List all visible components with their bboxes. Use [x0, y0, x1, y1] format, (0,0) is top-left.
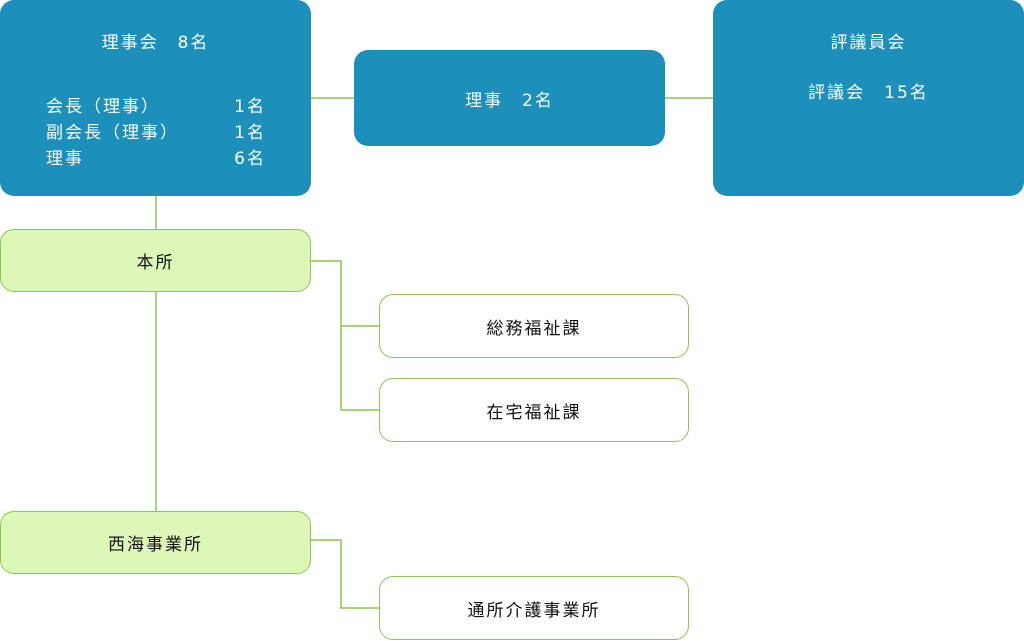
head-office-label: 本所 [136, 253, 175, 273]
board-row-directors: 理事 6名 [46, 144, 266, 169]
branch-label: 西海事業所 [108, 535, 203, 555]
board-row-vice-chair: 副会長（理事） 1名 [46, 118, 266, 143]
branch-box: 西海事業所 [0, 511, 311, 574]
section-label: 総務福祉課 [486, 318, 582, 339]
board-row-count: 1名 [234, 97, 266, 117]
board-box: 理事会 8名 会長（理事） 1名 副会長（理事） 1名 理事 6名 [0, 0, 311, 196]
board-row-label: 理事 [46, 149, 84, 169]
section-box-general-welfare: 総務福祉課 [379, 294, 689, 358]
board-row-label: 会長（理事） [46, 97, 160, 117]
branch-unit-label: 通所介護事業所 [467, 600, 601, 621]
section-box-home-welfare: 在宅福祉課 [379, 378, 689, 442]
board-row-chair: 会長（理事） 1名 [46, 92, 266, 117]
directors-box: 理事 2名 [354, 50, 665, 146]
councilors-subtitle: 評議会 15名 [808, 83, 929, 103]
connector-branch-unit [311, 539, 379, 609]
board-title: 理事会 8名 [101, 33, 210, 53]
councilors-box: 評議員会 評議会 15名 [713, 0, 1024, 196]
connector-headoffice-sections [311, 260, 379, 411]
section-label: 在宅福祉課 [486, 402, 582, 423]
board-row-count: 6名 [234, 149, 266, 169]
councilors-title: 評議員会 [830, 33, 907, 53]
branch-unit-box: 通所介護事業所 [379, 576, 689, 640]
directors-label: 理事 2名 [465, 90, 554, 111]
board-row-count: 1名 [234, 123, 266, 143]
head-office-box: 本所 [0, 229, 311, 292]
board-row-label: 副会長（理事） [46, 123, 179, 143]
